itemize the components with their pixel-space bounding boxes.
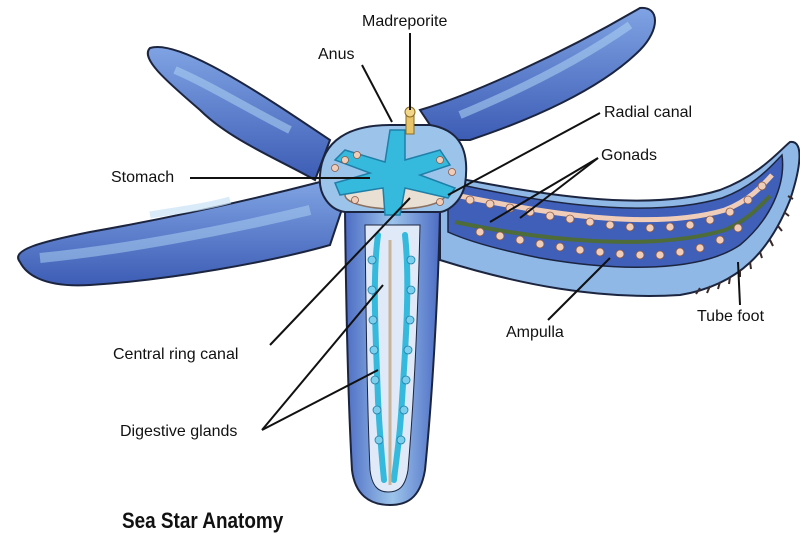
- central-disc: [318, 106, 468, 216]
- leader-central-ring-canal: [269, 197, 411, 346]
- leader-radial-canal: [447, 112, 601, 196]
- leader-tube-foot: [737, 261, 741, 306]
- label-ampulla: Ampulla: [506, 324, 564, 341]
- leader-ampulla: [547, 257, 611, 321]
- label-madreporite: Madreporite: [362, 13, 448, 30]
- leader-anus: [361, 64, 393, 123]
- label-stomach: Stomach: [111, 169, 175, 186]
- label-radial-canal: Radial canal: [604, 104, 693, 121]
- label-digestive-glands: Digestive glands: [120, 423, 238, 440]
- label-tube-foot: Tube foot: [697, 308, 765, 325]
- stomach-shape: [333, 129, 457, 216]
- right-arm: [439, 141, 800, 297]
- upper-left-arm: [147, 46, 332, 182]
- left-arm: [17, 180, 347, 287]
- label-gonads: Gonads: [601, 147, 658, 164]
- leader-digestive-glands-2: [261, 369, 379, 431]
- leader-gonads-2: [519, 157, 599, 219]
- diagram-title: Sea Star Anatomy: [122, 508, 284, 533]
- leader-lines: [190, 33, 741, 431]
- digestive-glands-shape: [371, 232, 411, 483]
- upper-right-arm: [418, 6, 656, 141]
- label-central-ring-canal: Central ring canal: [113, 346, 239, 363]
- label-anus: Anus: [318, 46, 355, 63]
- lower-arm: [343, 209, 442, 507]
- ampulla-row: [465, 181, 767, 260]
- leader-digestive-glands-1: [261, 284, 384, 431]
- leader-gonads-1: [489, 157, 599, 223]
